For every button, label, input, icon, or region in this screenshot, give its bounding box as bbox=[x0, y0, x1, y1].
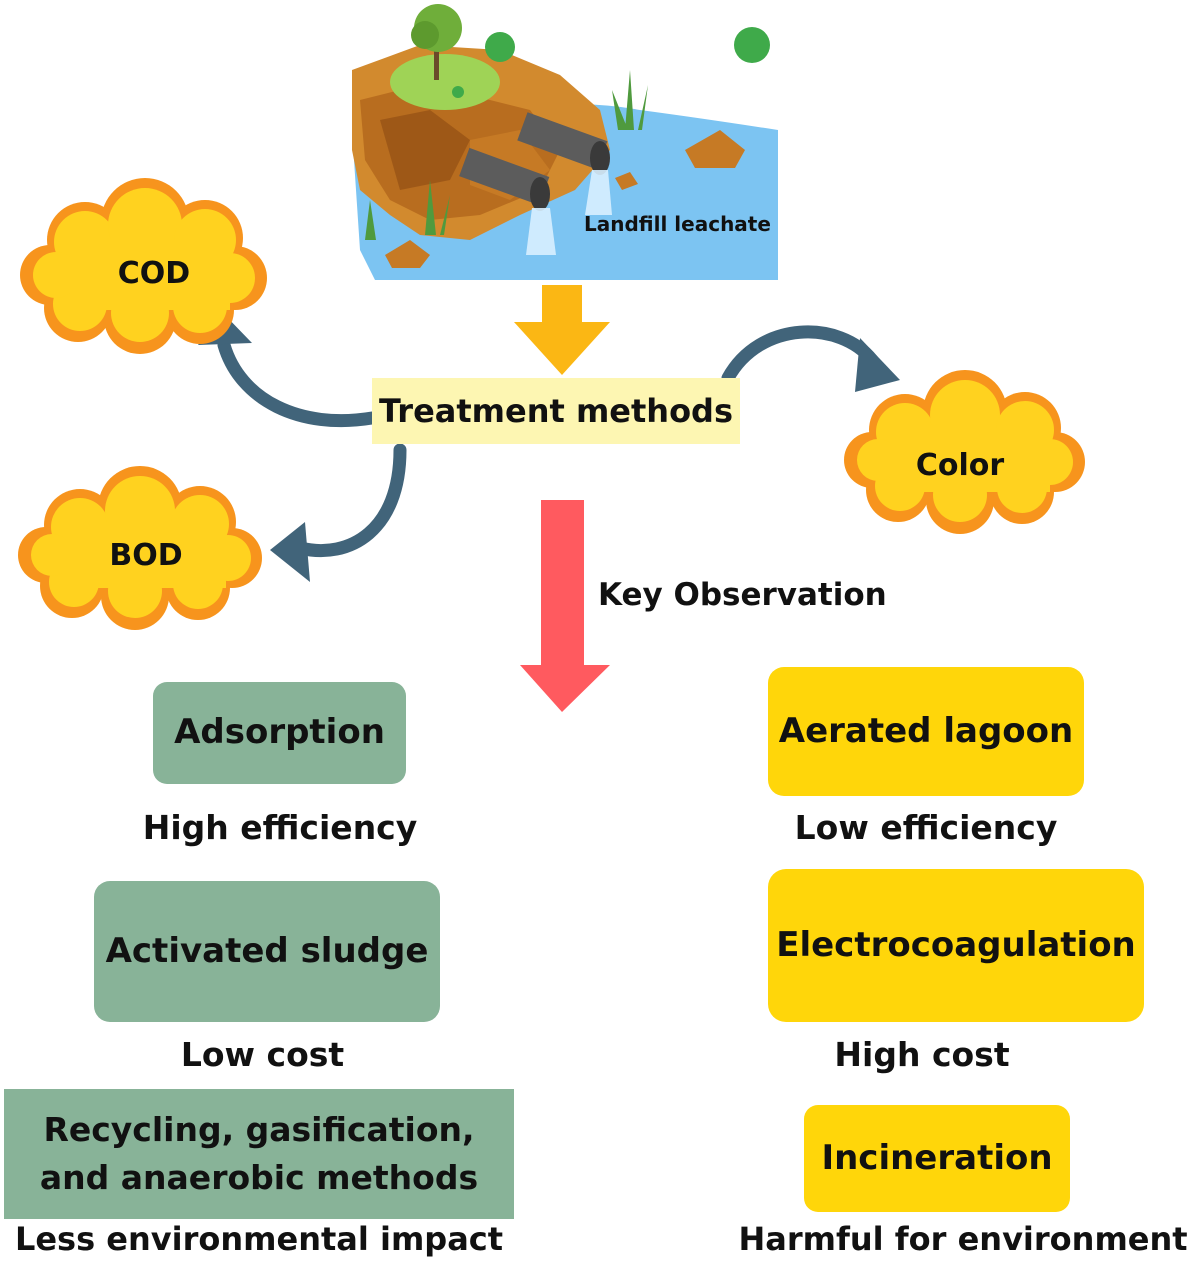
arrow-to-bod bbox=[293, 443, 407, 558]
recycling-line-2: and anaerobic methods bbox=[39, 1158, 479, 1197]
activated-sludge-note: Low cost bbox=[180, 1035, 345, 1074]
landfill-leachate-label: Landfill leachate bbox=[584, 212, 771, 236]
activated-sludge-box: Activated sludge bbox=[94, 881, 440, 1022]
arrow-to-cod bbox=[217, 338, 379, 428]
aerated-lagoon-note: Low efficiency bbox=[794, 808, 1058, 847]
recycling-note: Less environmental impact bbox=[14, 1220, 504, 1258]
incineration-note: Harmful for environment bbox=[738, 1220, 1188, 1258]
recycling-line-1: Recycling, gasification, bbox=[43, 1110, 475, 1150]
electrocoagulation-note: High cost bbox=[834, 1035, 1010, 1074]
electrocoagulation-box: Electrocoagulation bbox=[768, 869, 1144, 1022]
color-label: Color bbox=[915, 448, 1005, 483]
color-cloud bbox=[844, 370, 1085, 534]
incineration-box: Incineration bbox=[804, 1105, 1070, 1212]
recycling-box: Recycling, gasification, and anaerobic m… bbox=[4, 1089, 514, 1219]
cod-cloud bbox=[20, 178, 267, 354]
bod-cloud bbox=[18, 466, 262, 630]
bod-label: BOD bbox=[109, 538, 183, 573]
adsorption-box: Adsorption bbox=[153, 682, 406, 784]
adsorption-note: High efficiency bbox=[142, 808, 418, 847]
key-observation-label: Key Observation bbox=[598, 577, 887, 613]
red-down-arrow bbox=[520, 500, 610, 712]
orange-down-arrow bbox=[514, 285, 610, 375]
arrow-to-color bbox=[721, 325, 879, 385]
treatment-methods-title: Treatment methods bbox=[372, 378, 740, 444]
aerated-lagoon-box: Aerated lagoon bbox=[768, 667, 1084, 796]
cod-label: COD bbox=[117, 256, 191, 291]
